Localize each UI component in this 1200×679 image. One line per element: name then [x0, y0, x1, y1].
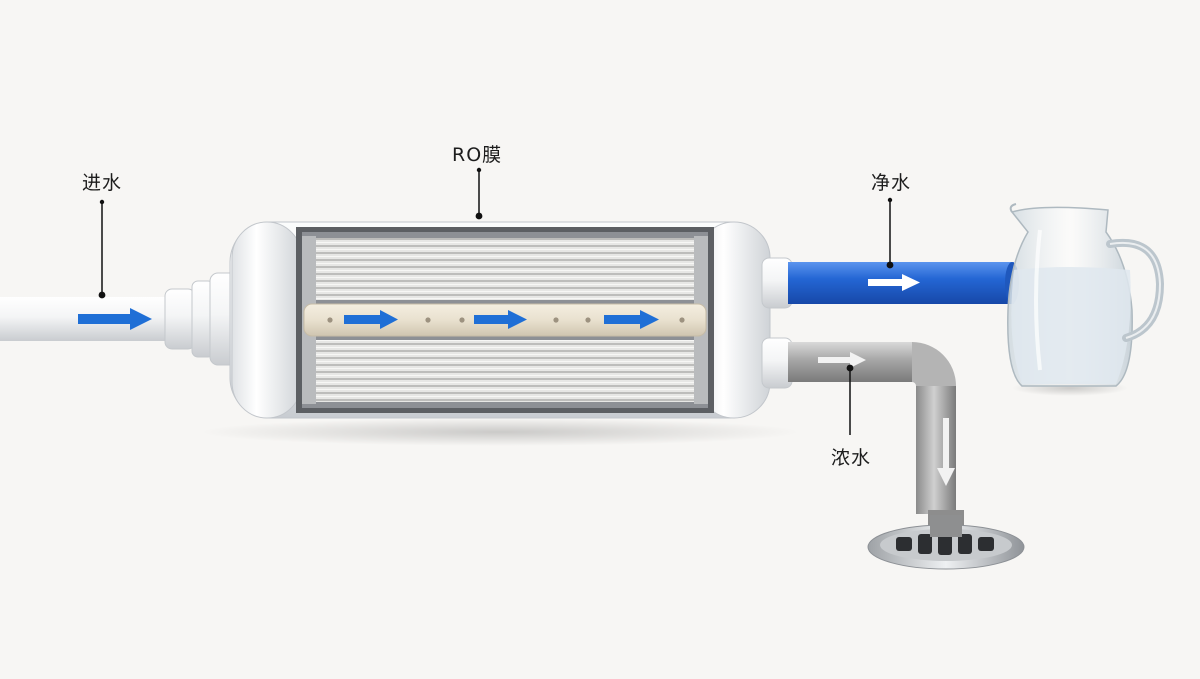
flow-arrows [78, 274, 955, 486]
glass-water-pitcher-icon [1007, 203, 1165, 396]
flow-arrow-icon [604, 310, 659, 329]
leader-dots [98, 167, 894, 372]
permeate-tube-holes [327, 317, 685, 323]
leader-lines [101, 170, 891, 435]
flow-arrow-icon [344, 310, 398, 329]
label-inlet: 进水 [82, 172, 123, 194]
concentrate-pipe-elbow [912, 342, 956, 386]
flow-arrow-icon [78, 308, 152, 330]
flow-arrow-icon [818, 352, 866, 368]
flow-arrow-icon [937, 418, 955, 486]
label-pure-water: 净水 [871, 172, 912, 194]
flow-arrow-icon [474, 310, 527, 329]
concentrate-pipe-vertical [916, 386, 956, 514]
membrane-layers-lower [316, 340, 696, 402]
membrane-layers-upper [316, 238, 696, 300]
label-ro-membrane: RO膜 [452, 144, 503, 166]
flow-arrow-icon [868, 274, 920, 291]
housing-shadow [200, 418, 800, 446]
floor-drain-icon [867, 515, 1025, 570]
label-concentrate: 浓水 [831, 447, 872, 469]
